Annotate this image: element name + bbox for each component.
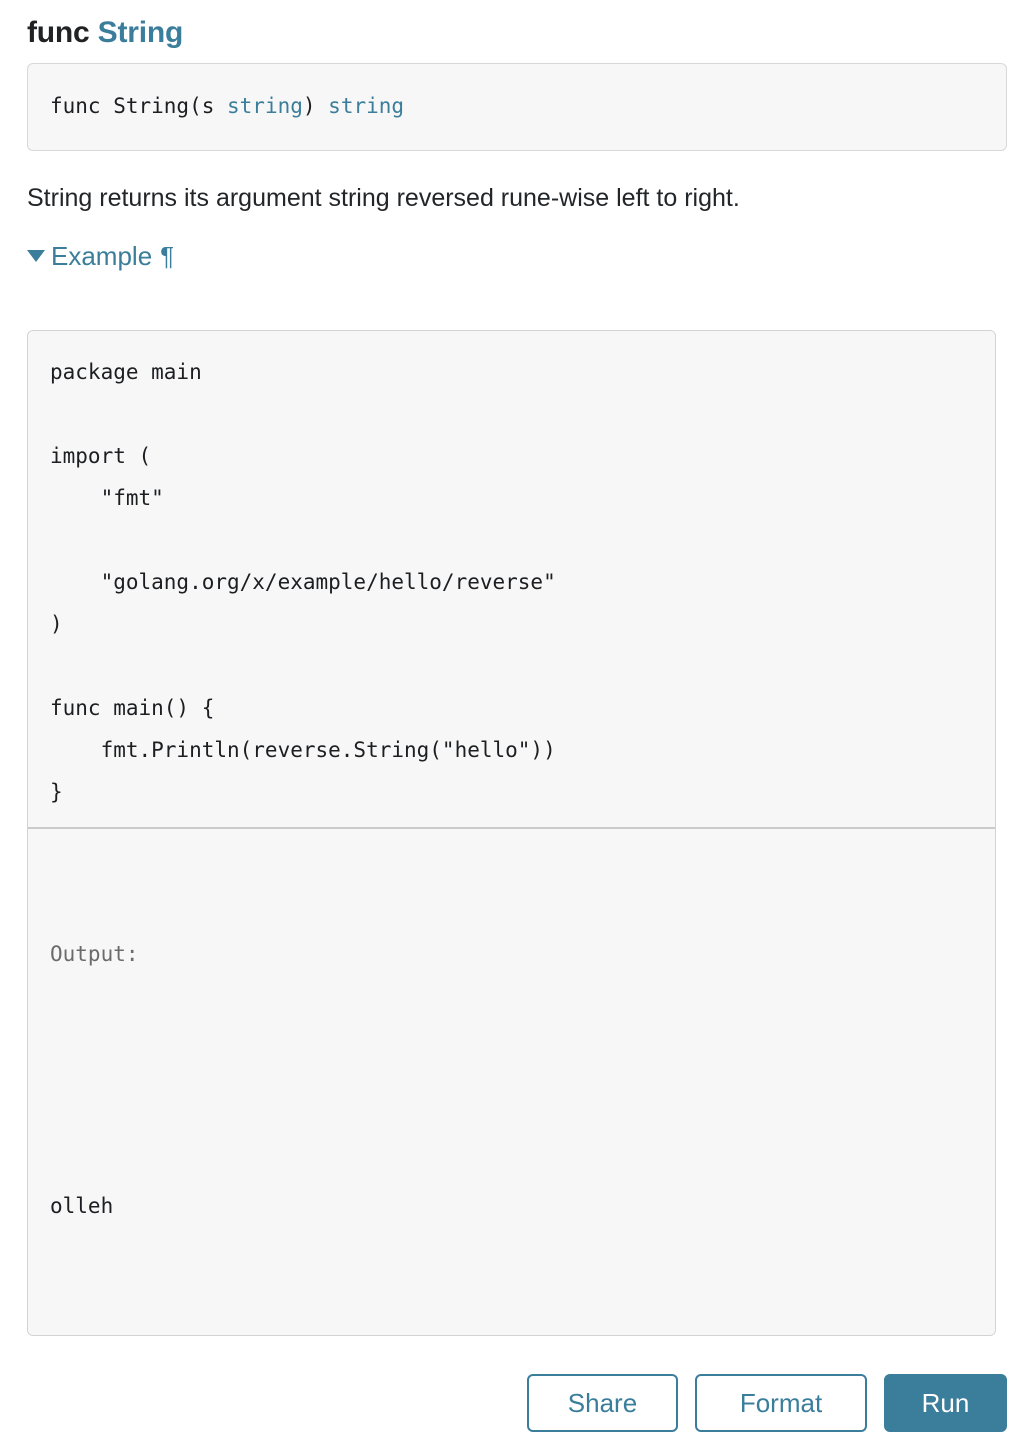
playground-button-row: Share Format Run [27, 1374, 1007, 1432]
playground-code-editor[interactable]: package main import ( "fmt" "golang.org/… [28, 331, 995, 827]
page-title: func String [27, 0, 1007, 53]
example-toggle[interactable]: Example ¶ [27, 240, 174, 272]
example-label: Example [51, 241, 153, 271]
signature-return-type: string [328, 94, 405, 118]
share-button[interactable]: Share [527, 1374, 678, 1432]
output-label: Output: [50, 942, 139, 966]
signature-param-type: string [227, 94, 303, 118]
function-description: String returns its argument string rever… [27, 184, 740, 212]
output-text: olleh [50, 1194, 114, 1218]
format-button[interactable]: Format [695, 1374, 867, 1432]
godoc-func-section: func String func String(s string) string… [27, 0, 1007, 1432]
playground-output: Output: olleh [28, 829, 995, 1335]
playground-container: package main import ( "fmt" "golang.org/… [27, 330, 996, 1336]
playground-divider [28, 827, 995, 829]
func-name: String [97, 16, 184, 49]
signature-prefix: func String(s [50, 94, 228, 118]
signature-middle: ) [302, 94, 329, 118]
run-button[interactable]: Run [884, 1374, 1007, 1432]
pilcrow-icon[interactable]: ¶ [160, 241, 175, 271]
func-keyword: func [27, 16, 90, 49]
function-signature: func String(s string) string [50, 92, 1006, 120]
output-spacer [50, 1059, 995, 1101]
function-signature-box: func String(s string) string [27, 63, 1007, 151]
triangle-down-icon [27, 250, 45, 262]
